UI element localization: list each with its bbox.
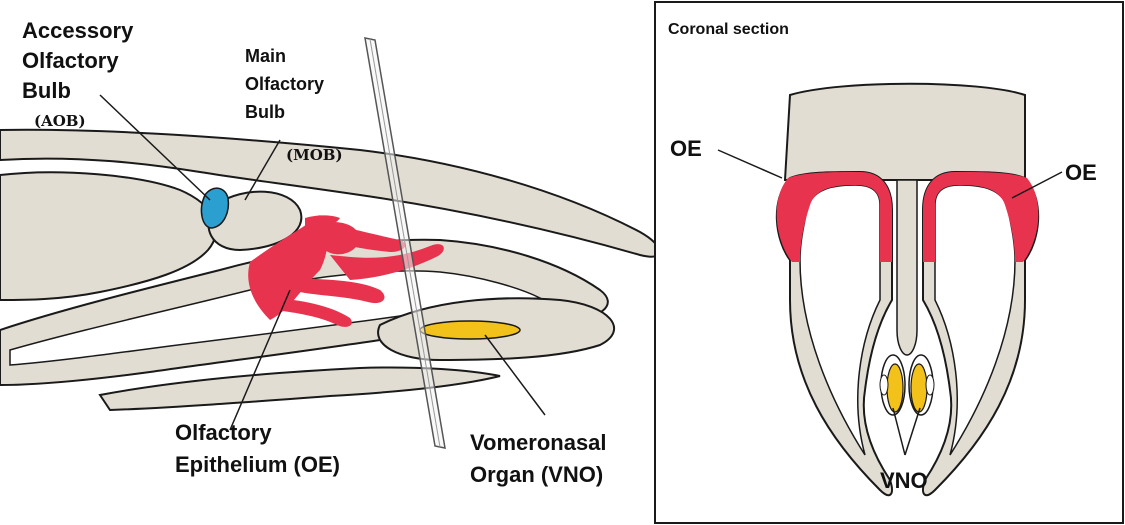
vno-label: Vomeronasal Organ (VNO)	[470, 430, 613, 487]
lower-bone	[100, 367, 500, 410]
mob-label: Main Olfactory Bulb	[245, 46, 329, 122]
coronal-top-bone	[785, 84, 1025, 180]
oe-left-label: OE	[670, 136, 702, 161]
vno-coronal-label: VNO	[880, 468, 928, 493]
sagittal-view: Accessory Olfactory Bulb (AOB) Main Olfa…	[0, 18, 660, 487]
coronal-septum	[897, 180, 917, 355]
vomeronasal-organ-sagittal	[420, 321, 520, 339]
oe-right-label: OE	[1065, 160, 1097, 185]
coronal-title: Coronal section	[668, 21, 789, 38]
aob-label: Accessory Olfactory Bulb	[22, 18, 139, 103]
mob-abbr: (MOB)	[286, 146, 343, 164]
oe-label: Olfactory Epithelium (OE)	[175, 420, 340, 477]
coronal-panel: Coronal section	[655, 2, 1123, 523]
aob-abbr: (AOB)	[34, 112, 86, 130]
